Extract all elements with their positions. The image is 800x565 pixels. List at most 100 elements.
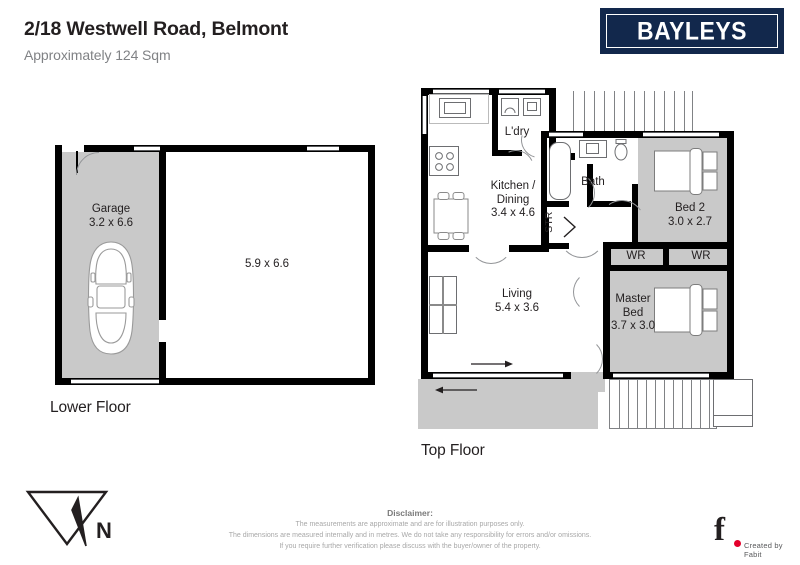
room-dims: 3.0 x 2.7 bbox=[667, 215, 713, 228]
window-room-top bbox=[307, 146, 339, 151]
room-dims: 3.2 x 6.6 bbox=[88, 216, 134, 229]
window-master-bottom bbox=[613, 373, 709, 378]
fabit-credit-text: Created by Fabit bbox=[744, 541, 783, 559]
wall-bottom bbox=[55, 378, 375, 385]
window-kitchen-left bbox=[422, 96, 427, 134]
room-label-bath: Bath bbox=[565, 176, 621, 190]
washer-icon bbox=[504, 107, 516, 114]
wr-right-fill bbox=[668, 248, 734, 270]
compass-rose: N bbox=[18, 486, 128, 548]
room-dims: 5.4 x 3.6 bbox=[494, 301, 540, 314]
room-name: Garage bbox=[91, 203, 131, 215]
window-living-left-rail bbox=[429, 304, 457, 306]
dining-table-icon bbox=[433, 192, 469, 240]
compass-icon: N bbox=[25, 490, 112, 547]
wall-wr-bottom bbox=[609, 265, 734, 271]
wall-wr-divider bbox=[663, 248, 669, 271]
header: 2/18 Westwell Road, Belmont Approximatel… bbox=[0, 0, 800, 80]
wall-kitchen-living bbox=[421, 245, 469, 252]
exterior-landing-step bbox=[713, 415, 753, 427]
door-arc-bath bbox=[553, 172, 595, 214]
svg-text:N: N bbox=[96, 518, 112, 543]
wall-bed2-bottom bbox=[638, 242, 734, 249]
lower-room-floor bbox=[165, 151, 369, 379]
kitchen-bench bbox=[429, 94, 489, 124]
room-dims: 3.4 x 4.6 bbox=[490, 207, 536, 220]
wall-bath-bottom bbox=[541, 201, 569, 207]
disclaimer-line-1: The measurements are approximate and are… bbox=[295, 521, 525, 528]
slider-living-bottom bbox=[433, 373, 563, 378]
wall-hall-top bbox=[603, 242, 641, 249]
room-name: Living bbox=[501, 288, 533, 300]
wr-text: WR bbox=[691, 250, 711, 262]
room-label-garage: Garage 3.2 x 6.6 bbox=[63, 203, 159, 230]
room-name: Kitchen / bbox=[490, 180, 536, 192]
room-name: Bath bbox=[581, 176, 605, 188]
wall-top-kitchen-right bbox=[549, 88, 556, 160]
slider-arrow-deck bbox=[435, 386, 477, 394]
bed2-furniture-icon bbox=[654, 148, 718, 195]
str-text: STR bbox=[542, 211, 555, 233]
laundry-tub-basin bbox=[527, 102, 537, 111]
entry-door-jamb bbox=[76, 151, 78, 173]
lower-floor-label: Lower Floor bbox=[50, 399, 131, 416]
window-garage-top bbox=[134, 146, 160, 151]
room-name-line2: Bed bbox=[622, 306, 644, 319]
slider-arrow-living bbox=[471, 360, 513, 368]
entry-door-opening bbox=[62, 145, 84, 152]
wall-master-left bbox=[603, 271, 610, 379]
disclaimer: Disclaimer: The measurements are approxi… bbox=[180, 508, 640, 553]
wall-laundry-bottom bbox=[492, 150, 522, 156]
room-name: L'dry bbox=[504, 126, 530, 138]
wall-garage-divider bbox=[159, 145, 166, 385]
internal-stairs bbox=[573, 91, 693, 131]
room-label-master-bed: Master Bed 3.7 x 3.0 bbox=[609, 293, 657, 334]
wall-str-left bbox=[541, 207, 547, 249]
logo-wordmark: BAYLEYS bbox=[636, 16, 748, 45]
page-title: 2/18 Westwell Road, Belmont bbox=[24, 18, 289, 40]
wall-laundry-left bbox=[492, 88, 498, 156]
top-floor-label: Top Floor bbox=[421, 442, 485, 459]
disclaimer-line-3: If you require further verification plea… bbox=[279, 542, 541, 550]
stair-label: STR bbox=[543, 205, 555, 239]
door-arc-master bbox=[573, 271, 615, 313]
stair-direction-chevron-icon bbox=[563, 216, 577, 238]
cooktop bbox=[429, 146, 459, 176]
room-label-bed2: Bed 2 3.0 x 2.7 bbox=[648, 202, 732, 229]
room-label-kitchen-dining: Kitchen / Dining 3.4 x 4.6 bbox=[467, 180, 559, 221]
wr-left-fill bbox=[609, 248, 665, 270]
wall-bath-bottom-2 bbox=[588, 201, 631, 207]
room-label-living: Living 5.4 x 3.6 bbox=[471, 288, 563, 315]
room-label-laundry: L'dry bbox=[489, 126, 545, 140]
logo-inner-border: BAYLEYS bbox=[606, 14, 778, 48]
door-arc-hall bbox=[559, 212, 605, 258]
room-name: Bed 2 bbox=[674, 202, 706, 214]
page-subtitle: Approximately 124 Sqm bbox=[24, 47, 171, 63]
wr-text: WR bbox=[626, 250, 646, 262]
master-bed-furniture-icon bbox=[654, 284, 718, 336]
wall-kitchen-living-2 bbox=[509, 245, 549, 252]
wall-left bbox=[55, 145, 62, 385]
door-arc-kitchen bbox=[469, 220, 513, 264]
room-label-lower-room: 5.9 x 6.6 bbox=[165, 258, 369, 272]
room-dims: 3.7 x 3.0 bbox=[610, 320, 656, 333]
wall-top bbox=[55, 145, 375, 152]
room-name: Master bbox=[615, 293, 651, 305]
wall-str-bottom bbox=[541, 243, 569, 249]
window-laundry-top bbox=[499, 89, 545, 94]
wall-bath-top bbox=[541, 131, 631, 138]
top-floor-plan: L'dry Kitchen / Dining 3.4 x 4.6 Bath Be… bbox=[413, 88, 763, 429]
fabit-logo-mark: f bbox=[714, 512, 725, 548]
fabit-credit: f Created by Fabit bbox=[714, 514, 794, 560]
door-arc-living-exterior bbox=[561, 338, 603, 380]
disclaimer-line-2: The dimensions are measured internally a… bbox=[228, 531, 592, 539]
toilet-icon bbox=[614, 139, 628, 161]
window-bath-top bbox=[549, 132, 583, 137]
bayleys-logo: BAYLEYS bbox=[600, 8, 784, 54]
kitchen-sink-basin bbox=[444, 102, 466, 114]
exterior-stairs bbox=[609, 379, 717, 429]
bathtub bbox=[549, 142, 571, 200]
window-bed2-top bbox=[643, 132, 719, 137]
wall-right bbox=[368, 145, 375, 385]
